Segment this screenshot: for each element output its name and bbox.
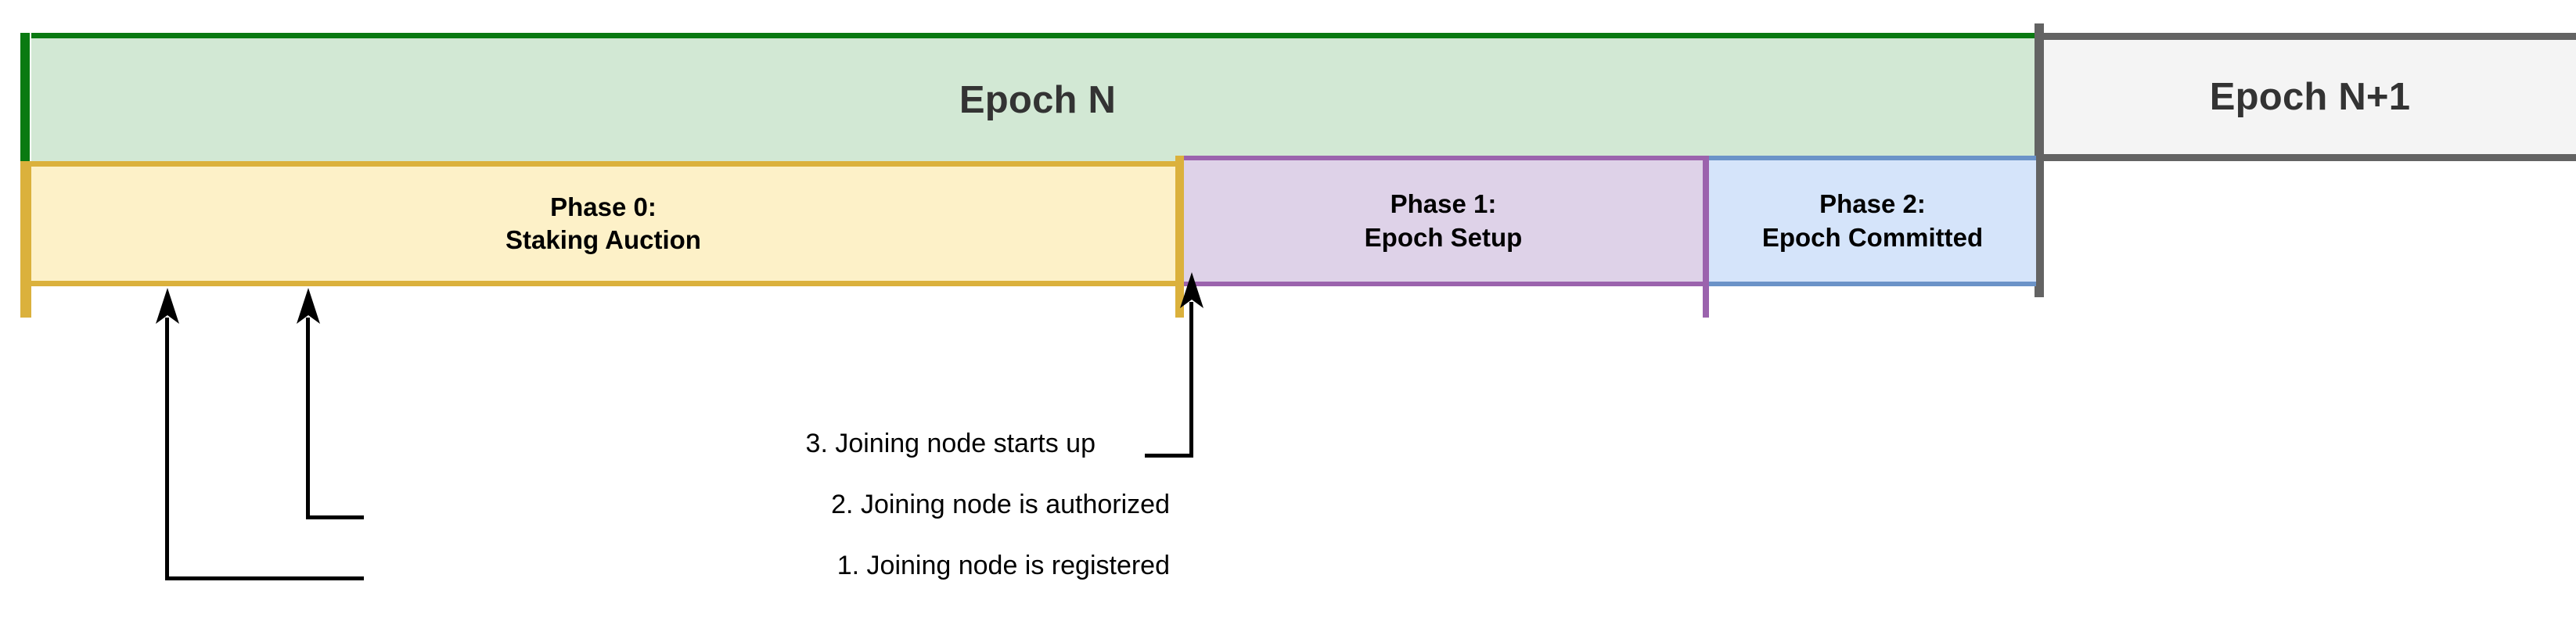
callout-2-vertical-leader <box>306 318 310 519</box>
callout-1-label: 1. Joining node is registered <box>836 551 1170 580</box>
epoch-n-box: Epoch N <box>31 33 2044 161</box>
callout-1-vertical-leader <box>165 318 169 580</box>
callout-3-horizontal-leader <box>1145 454 1193 458</box>
callout-1-arrowhead-icon <box>156 288 179 324</box>
callout-2-horizontal-leader <box>306 515 364 519</box>
phase-2-title: Phase 2: <box>1819 189 1926 219</box>
phase-0-title: Phase 0: <box>550 192 657 221</box>
callout-1-horizontal-leader <box>165 576 364 580</box>
epoch-n-label: Epoch N <box>959 78 1117 121</box>
phase-1-end-marker <box>1703 156 1709 318</box>
phase-1-box: Phase 1: Epoch Setup <box>1184 156 1703 286</box>
phase-0-box: Phase 0: Staking Auction <box>31 161 1175 286</box>
epoch-boundary-divider <box>2035 23 2044 297</box>
phase-0-subtitle: Staking Auction <box>505 225 701 254</box>
callout-3-label: 3. Joining node starts up <box>805 429 1096 458</box>
callout-3-arrowhead-icon <box>1180 272 1203 308</box>
phase-0-end-marker <box>1175 156 1184 318</box>
phase-2-subtitle: Epoch Committed <box>1761 222 1984 252</box>
epoch-n-plus-1-box: Epoch N+1 <box>2044 33 2576 161</box>
phase-0-start-marker <box>20 161 31 318</box>
epoch-n-start-marker <box>20 33 30 161</box>
callout-2-arrowhead-icon <box>297 288 320 324</box>
phase-1-subtitle: Epoch Setup <box>1364 222 1523 252</box>
phase-1-title: Phase 1: <box>1390 189 1497 219</box>
phase-2-box: Phase 2: Epoch Committed <box>1709 156 2036 286</box>
epoch-n-plus-1-label: Epoch N+1 <box>2209 76 2411 118</box>
callout-3-vertical-leader <box>1189 302 1193 457</box>
callout-2-label: 2. Joining node is authorized <box>831 490 1170 519</box>
